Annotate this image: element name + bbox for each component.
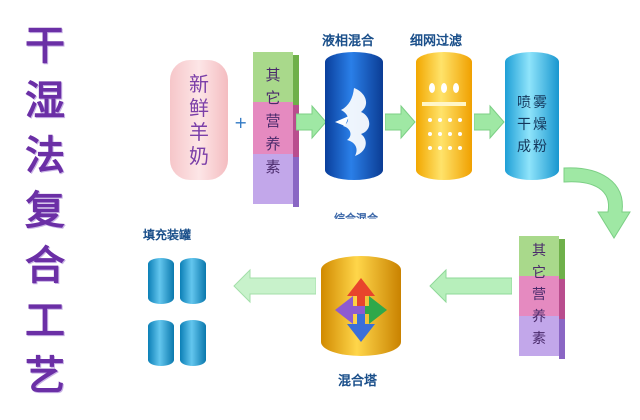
liquid-mix-tank xyxy=(325,52,383,180)
stack-block-green xyxy=(519,236,565,279)
arrow-right-icon xyxy=(474,104,505,140)
can-icon xyxy=(148,258,174,304)
curved-arrow-icon xyxy=(563,167,631,239)
nutrient-char: 它 xyxy=(532,265,546,281)
nutrient-char: 素 xyxy=(265,158,281,176)
can-icon xyxy=(148,320,174,366)
title-char: 干 xyxy=(25,22,65,69)
can-icon xyxy=(180,320,206,366)
arrow-left-icon xyxy=(429,268,512,304)
title-char: 湿 xyxy=(25,77,65,124)
spray-char: 雾 xyxy=(533,95,547,111)
nutrient-char: 其 xyxy=(532,243,546,259)
stack-block-purple xyxy=(519,316,565,359)
fine-filter-tank xyxy=(416,52,472,180)
fresh-goat-milk-node: 新 鲜 羊 奶 xyxy=(170,60,228,180)
spray-char: 燥 xyxy=(533,117,547,133)
step-liquid-mix-label: 液相混合 xyxy=(322,34,375,49)
mixing-partial-label: 综合混合 xyxy=(334,212,378,219)
title-char: 工 xyxy=(25,297,65,344)
step-fine-filter-label: 细网过滤 xyxy=(410,34,463,49)
stack-block-pink xyxy=(519,276,565,319)
nutrient-char: 养 xyxy=(265,135,281,153)
nutrient-char: 营 xyxy=(265,112,281,130)
swirl-mix-icon xyxy=(335,88,370,156)
arrow-right-icon xyxy=(296,104,327,140)
mix-arrows-icon xyxy=(335,278,387,342)
mixing-tower-label: 混合塔 xyxy=(338,374,378,389)
filter-drops-icon xyxy=(422,83,466,150)
nutrient-char: 营 xyxy=(532,287,546,303)
title-char: 法 xyxy=(25,132,65,179)
spray-char: 干 xyxy=(517,117,531,133)
spray-dry-tank: 喷 雾 干 燥 成 粉 xyxy=(505,52,559,180)
milk-char: 鲜 xyxy=(189,96,209,120)
title-char: 复 xyxy=(25,187,65,234)
title-char: 合 xyxy=(25,242,65,289)
spray-char: 粉 xyxy=(533,139,547,155)
process-title: 干 湿 法 复 合 工 艺 xyxy=(18,18,72,403)
filling-label: 填充装罐 xyxy=(143,228,192,242)
nutrient-char: 它 xyxy=(265,89,281,107)
milk-char: 羊 xyxy=(189,120,209,144)
spray-char: 喷 xyxy=(517,95,531,111)
stack-block-purple xyxy=(253,154,299,207)
nutrient-char: 素 xyxy=(532,331,546,347)
arrow-left-icon xyxy=(233,268,316,304)
arrow-right-icon xyxy=(385,104,416,140)
nutrient-char: 养 xyxy=(532,309,546,325)
milk-char: 新 xyxy=(189,72,209,96)
title-char: 艺 xyxy=(25,352,65,399)
milk-char: 奶 xyxy=(189,144,209,168)
spray-char: 成 xyxy=(517,139,531,155)
plus-sign: + xyxy=(234,113,248,132)
can-icon xyxy=(180,258,206,304)
nutrient-char: 其 xyxy=(265,66,281,84)
stack-block-green xyxy=(253,52,299,105)
stack-block-pink xyxy=(253,102,299,157)
nutrients-stack-2: 其 它 营 养 素 xyxy=(519,236,567,359)
nutrients-stack-1: 其 它 营 养 素 xyxy=(253,52,299,207)
mixing-tower-tank xyxy=(321,256,401,356)
